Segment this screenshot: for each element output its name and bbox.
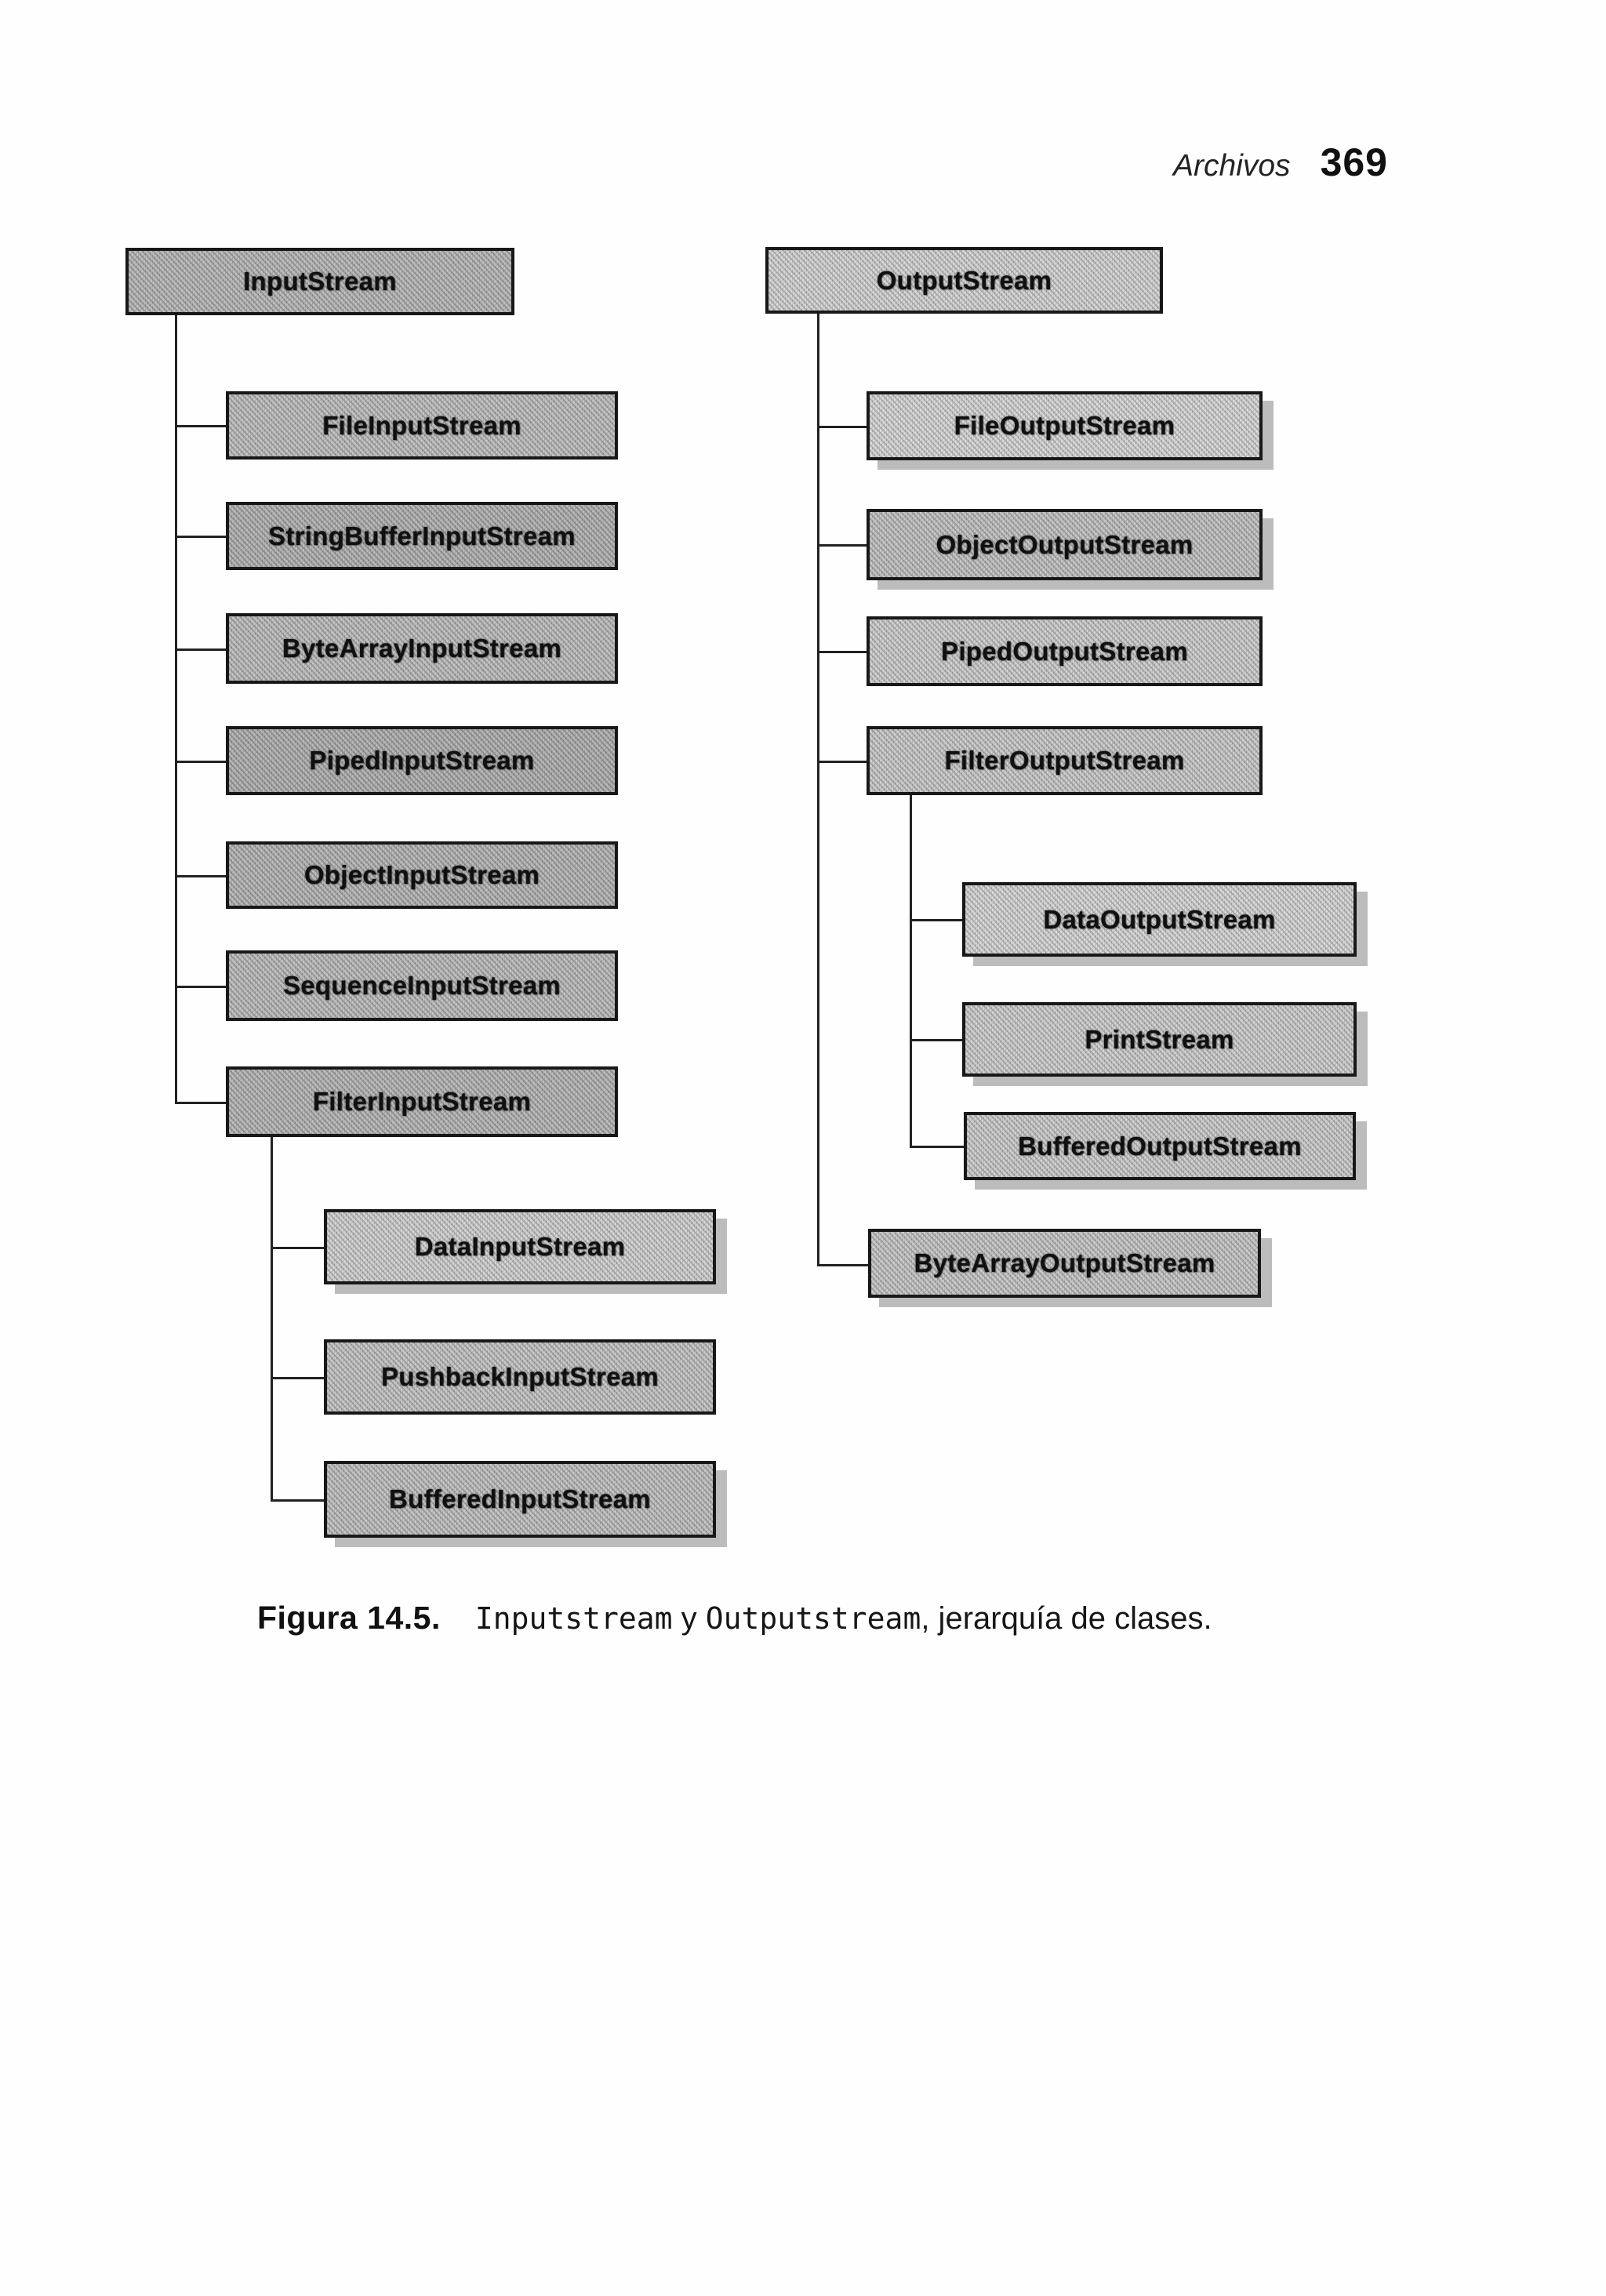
- class-box-inputstream: InputStream: [125, 248, 514, 315]
- tree-connector-line: [817, 1264, 868, 1266]
- tree-connector-line: [175, 986, 226, 988]
- class-box-outputstream: OutputStream: [765, 247, 1163, 314]
- caption-class-name: Inputstream: [474, 1601, 673, 1636]
- header-page-number: 369: [1320, 140, 1388, 184]
- class-box-filterinputstream: FilterInputStream: [226, 1066, 618, 1137]
- class-box-label: ByteArrayInputStream: [282, 634, 562, 663]
- class-box-label: ObjectInputStream: [303, 860, 540, 889]
- class-box-dataoutputstream: DataOutputStream: [962, 882, 1357, 957]
- class-box-label: DataOutputStream: [1043, 904, 1276, 934]
- class-box-objectinputstream: ObjectInputStream: [226, 841, 618, 909]
- figure-caption: Figura 14.5. Inputstream y Outputstream, …: [257, 1600, 1212, 1637]
- class-box-label: StringBufferInputStream: [268, 521, 576, 550]
- caption-text: , jerarquía de clases.: [921, 1601, 1212, 1636]
- class-box-filteroutputstream: FilterOutputStream: [867, 726, 1263, 795]
- class-box-bufferedinputstream: BufferedInputStream: [324, 1461, 716, 1538]
- caption-class-name: Outputstream: [705, 1601, 921, 1636]
- tree-connector-line: [175, 875, 226, 877]
- tree-connector-line: [910, 1146, 964, 1148]
- class-box-label: InputStream: [243, 267, 397, 296]
- class-box-label: FileOutputStream: [954, 411, 1175, 440]
- tree-connector-line: [175, 761, 226, 763]
- tree-connector-line: [271, 1377, 324, 1379]
- class-box-label: BufferedInputStream: [389, 1484, 651, 1513]
- tree-connector-line: [910, 1039, 962, 1041]
- class-box-label: DataInputStream: [414, 1232, 626, 1261]
- tree-connector-line: [271, 1137, 273, 1499]
- tree-connector-line: [271, 1499, 324, 1502]
- tree-connector-line: [175, 315, 177, 1102]
- class-box-fileinputstream: FileInputStream: [226, 391, 618, 460]
- class-box-label: OutputStream: [876, 265, 1052, 295]
- page-header: Archivos 369: [0, 140, 1388, 185]
- caption-text: y: [672, 1601, 706, 1636]
- class-box-label: SequenceInputStream: [282, 971, 561, 1000]
- tree-connector-line: [817, 651, 867, 653]
- class-box-bytearrayinputstream: ByteArrayInputStream: [226, 613, 618, 684]
- tree-connector-line: [817, 544, 867, 547]
- tree-connector-line: [910, 795, 912, 1146]
- class-box-bytearrayoutputstream: ByteArrayOutputStream: [868, 1229, 1261, 1298]
- class-box-bufferedoutputstream: BufferedOutputStream: [964, 1112, 1356, 1180]
- tree-connector-line: [271, 1247, 324, 1249]
- tree-connector-line: [910, 919, 962, 921]
- header-section-title: Archivos: [1173, 149, 1291, 183]
- class-box-label: PipedOutputStream: [941, 636, 1188, 666]
- class-box-label: ObjectOutputStream: [936, 529, 1194, 559]
- tree-connector-line: [175, 536, 226, 538]
- class-box-printstream: PrintStream: [962, 1002, 1357, 1077]
- caption-figure-label: Figura 14.5.: [257, 1600, 441, 1636]
- class-box-label: FileInputStream: [322, 410, 521, 440]
- class-box-fileoutputstream: FileOutputStream: [867, 391, 1263, 460]
- class-box-datainputstream: DataInputStream: [324, 1209, 716, 1284]
- tree-connector-line: [817, 761, 867, 763]
- class-box-label: PushbackInputStream: [380, 1362, 659, 1391]
- class-box-pipedoutputstream: PipedOutputStream: [867, 616, 1263, 686]
- class-box-objectoutputstream: ObjectOutputStream: [867, 509, 1263, 580]
- class-box-label: ByteArrayOutputStream: [914, 1248, 1215, 1277]
- class-box-pipedinputstream: PipedInputStream: [226, 726, 618, 795]
- class-box-label: FilterInputStream: [312, 1087, 532, 1116]
- class-box-sequenceinputstream: SequenceInputStream: [226, 950, 618, 1021]
- class-box-label: PipedInputStream: [309, 746, 535, 775]
- tree-connector-line: [817, 426, 867, 428]
- class-box-label: PrintStream: [1085, 1024, 1234, 1054]
- tree-connector-line: [175, 648, 226, 651]
- tree-connector-line: [175, 1102, 226, 1104]
- class-box-label: BufferedOutputStream: [1018, 1131, 1302, 1161]
- tree-connector-line: [175, 425, 226, 427]
- class-box-label: FilterOutputStream: [944, 746, 1185, 775]
- tree-connector-line: [817, 314, 819, 1264]
- class-box-pushbackinputstream: PushbackInputStream: [324, 1339, 716, 1415]
- class-box-stringbufferinputstream: StringBufferInputStream: [226, 502, 618, 570]
